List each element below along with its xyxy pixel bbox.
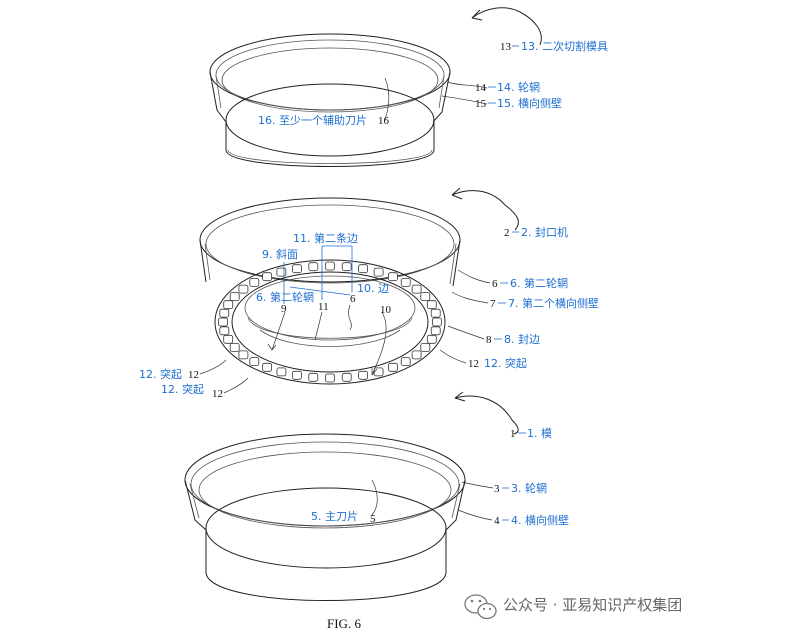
ref-8: 8 bbox=[486, 334, 492, 346]
ref-16: 16 bbox=[378, 115, 390, 127]
ref-2: 2 bbox=[504, 227, 510, 239]
protrusion bbox=[411, 284, 422, 294]
protrusion bbox=[308, 372, 319, 382]
ref-12-right: 12 bbox=[468, 358, 479, 370]
protrusion bbox=[341, 262, 352, 272]
protrusions-ring bbox=[218, 261, 442, 383]
ref-12-left-upper: 12 bbox=[188, 369, 199, 381]
protrusion bbox=[262, 362, 273, 372]
protrusion bbox=[400, 277, 411, 287]
protrusion bbox=[229, 292, 240, 302]
die-body bbox=[184, 391, 519, 601]
protrusion bbox=[420, 342, 431, 352]
protrusion bbox=[400, 357, 411, 367]
annotation-8: 8. 封边 bbox=[504, 332, 540, 346]
ref-7: 7 bbox=[490, 298, 496, 310]
annotation-2: 2. 封口机 bbox=[521, 225, 568, 239]
annotation-10: 10. 边 bbox=[357, 282, 389, 295]
ref-13: 13 bbox=[500, 41, 512, 53]
protrusion bbox=[325, 373, 335, 383]
annotation-12-left-lower: 12. 突起 bbox=[161, 382, 204, 396]
watermark-text: 公众号 · 亚易知识产权集团 bbox=[503, 596, 682, 614]
protrusion bbox=[262, 272, 273, 282]
protrusion bbox=[426, 300, 437, 310]
annotation-3: 3. 轮辋 bbox=[511, 481, 547, 495]
annotation-6-inner: 6. 第二轮辋 bbox=[256, 290, 314, 304]
protrusion bbox=[373, 267, 384, 277]
annotation-14: 14. 轮辋 bbox=[497, 80, 540, 94]
annotation-4: 4. 横向侧壁 bbox=[511, 513, 569, 527]
protrusion bbox=[223, 334, 234, 344]
protrusion bbox=[223, 300, 234, 310]
ref-9: 9 bbox=[281, 303, 287, 315]
annotation-12-left-upper: 12. 突起 bbox=[139, 367, 182, 381]
annotations: 13. 二次切割模具 14. 轮辋 15. 横向侧壁 16. 至少一个辅助刀片 … bbox=[139, 39, 608, 527]
protrusion bbox=[291, 370, 302, 380]
ref-15: 15 bbox=[475, 98, 487, 110]
annotation-1: 1. 模 bbox=[527, 427, 552, 440]
protrusion bbox=[426, 334, 437, 344]
ref-6-inner: 6 bbox=[350, 293, 356, 305]
annotation-9: 9. 斜面 bbox=[262, 248, 298, 261]
protrusion bbox=[430, 326, 441, 336]
annotation-5: 5. 主刀片 bbox=[311, 510, 358, 523]
protrusion bbox=[325, 261, 335, 271]
protrusion bbox=[430, 308, 441, 318]
protrusion bbox=[219, 308, 230, 318]
protrusion bbox=[358, 264, 369, 274]
protrusion bbox=[420, 292, 431, 302]
protrusion bbox=[238, 284, 249, 294]
protrusion bbox=[238, 350, 249, 360]
ref-14: 14 bbox=[475, 82, 487, 94]
sealer-assembly bbox=[199, 187, 519, 385]
ref-4: 4 bbox=[494, 515, 500, 527]
ref-10: 10 bbox=[380, 304, 392, 316]
protrusion bbox=[276, 367, 287, 377]
ref-5: 5 bbox=[370, 513, 376, 525]
protrusion bbox=[341, 372, 352, 382]
protrusion bbox=[276, 267, 287, 277]
ref-11: 11 bbox=[318, 301, 329, 313]
ref-12-left-lower: 12 bbox=[212, 388, 223, 400]
figure-caption: FIG. 6 bbox=[327, 616, 361, 631]
protrusion bbox=[387, 272, 398, 282]
protrusion bbox=[358, 370, 369, 380]
protrusion bbox=[249, 357, 260, 367]
wechat-icon bbox=[464, 594, 497, 620]
protrusion bbox=[308, 262, 319, 272]
watermark: 公众号 · 亚易知识产权集团 bbox=[464, 594, 682, 620]
protrusion bbox=[249, 277, 260, 287]
annotation-12-right: 12. 突起 bbox=[484, 356, 527, 370]
protrusion bbox=[218, 317, 228, 327]
ref-1: 1 bbox=[510, 428, 516, 440]
annotation-13: 13. 二次切割模具 bbox=[521, 39, 608, 53]
annotation-15: 15. 横向侧壁 bbox=[497, 96, 562, 110]
annotation-11: 11. 第二条边 bbox=[293, 231, 358, 245]
annotation-7: 7. 第二个横向侧壁 bbox=[508, 296, 599, 310]
protrusion bbox=[432, 317, 442, 327]
protrusion bbox=[411, 350, 422, 360]
annotation-6-right: 6. 第二轮辋 bbox=[510, 276, 568, 290]
protrusion bbox=[291, 264, 302, 274]
protrusion bbox=[229, 342, 240, 352]
annotation-16: 16. 至少一个辅助刀片 bbox=[258, 113, 367, 127]
ref-3: 3 bbox=[494, 483, 500, 495]
ref-6-right: 6 bbox=[492, 278, 498, 290]
protrusion bbox=[387, 362, 398, 372]
protrusion bbox=[373, 367, 384, 377]
secondary-cutting-die bbox=[209, 7, 542, 167]
protrusion bbox=[219, 326, 230, 336]
